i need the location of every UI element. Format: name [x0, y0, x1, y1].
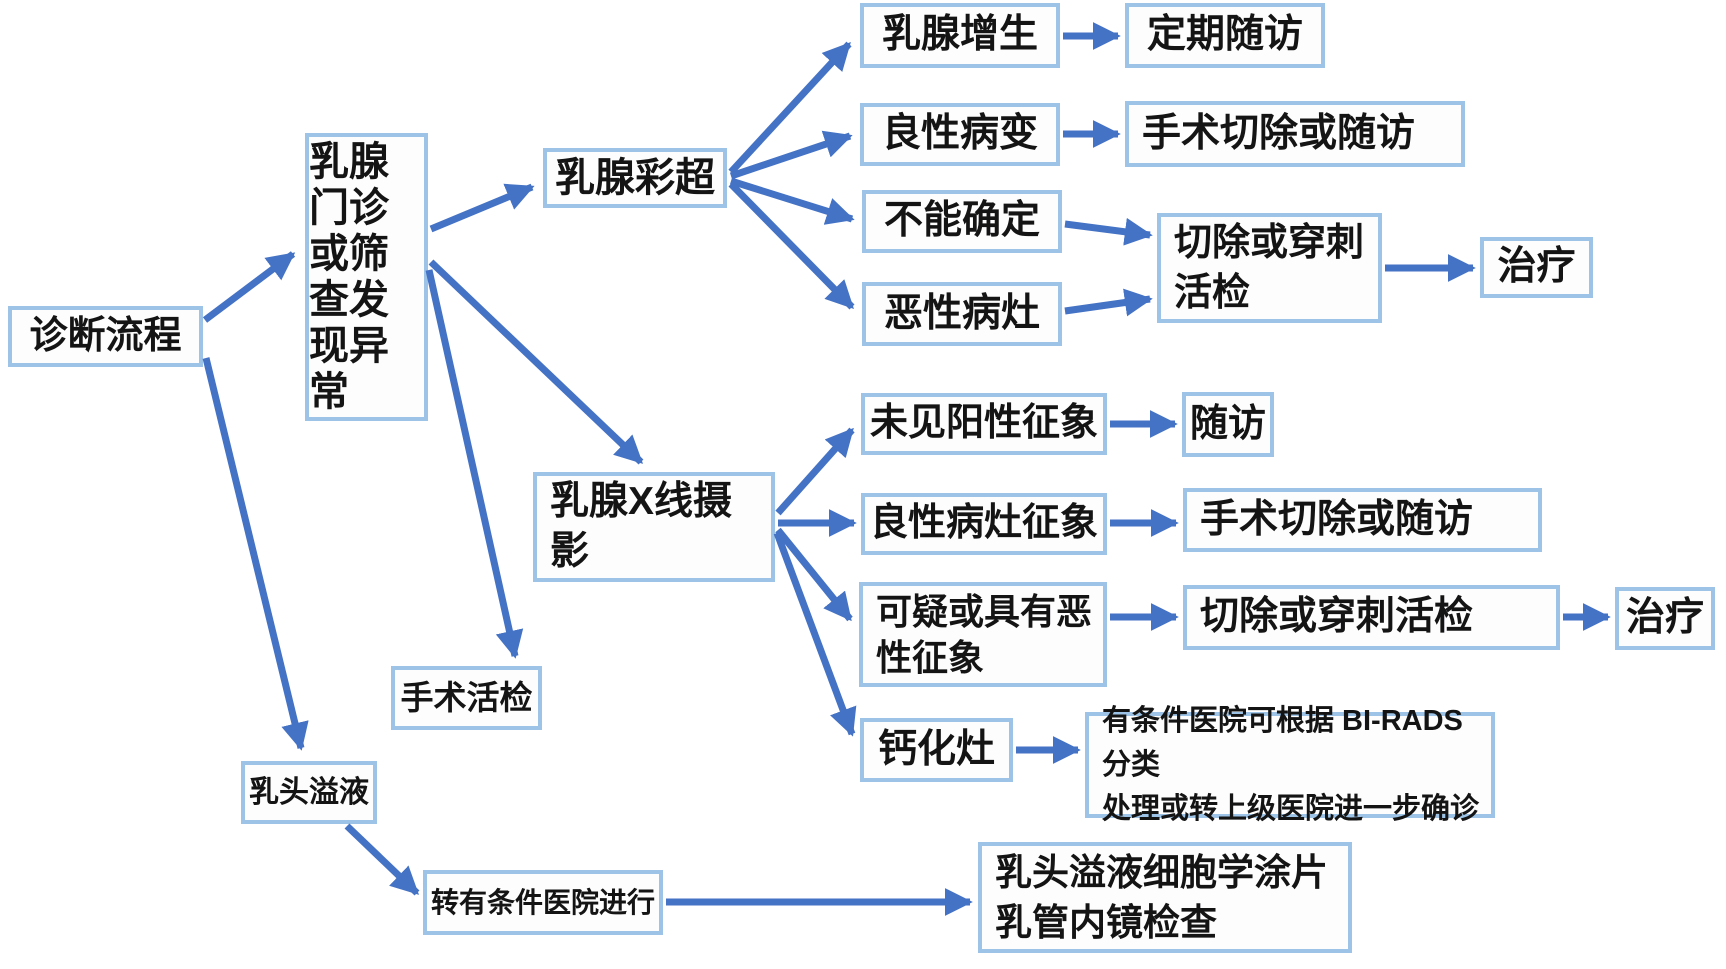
node-label: 治疗 — [1625, 596, 1704, 640]
arrow-uncertain-to-excision-us — [1064, 217, 1153, 246]
node-label: 手术切除或随访 — [1200, 497, 1474, 541]
node-treatment-ultrasound-path: 治疗 — [1480, 237, 1593, 298]
node-label: 转有条件医院进行 — [430, 886, 655, 918]
node-label: 切除或穿刺活检 — [1200, 595, 1474, 639]
node-label: 随访 — [1189, 402, 1266, 445]
arrow-clinic-to-xray — [428, 259, 644, 465]
node-label: 乳腺增生 — [881, 13, 1038, 57]
node-breast-ultrasound: 乳腺彩超 — [543, 148, 727, 208]
arrow-ultrasound-to-malignant — [728, 181, 855, 310]
node-label: 乳头溢液细胞学涂片 乳管内镜检查 — [995, 851, 1328, 943]
node-label: 有条件医院可根据 BI-RADS 分类 处理或转上级医院进一步确诊 — [1102, 705, 1480, 825]
node-label: 乳腺彩超 — [555, 156, 715, 200]
node-uncertain: 不能确定 — [862, 190, 1062, 253]
node-diagnosis-flow: 诊断流程 — [8, 306, 203, 367]
node-refer-to-equipped-hospital: 转有条件医院进行 — [423, 870, 663, 935]
node-label: 诊断流程 — [29, 314, 182, 357]
node-label: 乳头溢液 — [249, 775, 369, 809]
node-suspicious-malignant-sign: 可疑或具有恶 性征象 — [859, 582, 1107, 687]
node-label: 乳腺门诊或筛查发现异常 — [309, 140, 389, 414]
node-label: 良性病变 — [881, 112, 1038, 156]
node-label: 恶性病灶 — [883, 291, 1040, 335]
node-nipple-discharge: 乳头溢液 — [241, 761, 377, 824]
node-label: 乳腺X线摄 影 — [550, 480, 733, 573]
node-label: 良性病灶征象 — [869, 502, 1098, 545]
arrow-nipple-discharge-to-refer — [344, 823, 420, 896]
arrow-xray-to-no-positive — [775, 427, 855, 516]
node-label: 可疑或具有恶 性征象 — [876, 590, 1093, 678]
node-calcification-focus: 钙化灶 — [860, 718, 1013, 782]
node-surgical-biopsy: 手术活检 — [391, 666, 542, 730]
arrow-ultrasound-to-hyperplasia — [728, 41, 852, 175]
arrow-xray-to-suspicious — [775, 527, 853, 622]
node-label: 切除或穿刺 活检 — [1174, 222, 1365, 314]
node-treatment-xray-path: 治疗 — [1615, 587, 1715, 650]
arrow-ultrasound-to-benign-lesion — [729, 130, 853, 180]
arrow-start-to-nipple-discharge — [202, 357, 309, 751]
node-mammography: 乳腺X线摄 影 — [533, 472, 775, 582]
node-excision-or-needle-biopsy-ultrasound: 切除或穿刺 活检 — [1157, 213, 1382, 323]
node-label: 手术活检 — [400, 679, 533, 717]
node-followup: 随访 — [1182, 392, 1274, 457]
node-birads-classification-note: 有条件医院可根据 BI-RADS 分类 处理或转上级医院进一步确诊 — [1085, 705, 1495, 825]
node-clinic-screening-abnormal: 乳腺门诊或筛查发现异常 — [305, 133, 428, 421]
arrow-malignant-to-excision-us — [1064, 288, 1153, 317]
node-label: 手术切除或随访 — [1142, 111, 1416, 155]
node-label: 定期随访 — [1146, 13, 1303, 57]
node-excision-or-needle-biopsy-xray: 切除或穿刺活检 — [1183, 585, 1560, 650]
node-label: 未见阳性征象 — [869, 402, 1098, 445]
node-breast-hyperplasia: 乳腺增生 — [860, 3, 1060, 68]
node-label: 钙化灶 — [877, 727, 995, 771]
arrow-ultrasound-to-uncertain — [729, 177, 855, 225]
node-surgery-or-followup-ultrasound: 手术切除或随访 — [1125, 101, 1465, 167]
node-surgery-or-followup-xray: 手术切除或随访 — [1183, 488, 1542, 552]
node-label: 治疗 — [1497, 245, 1576, 289]
node-benign-lesion: 良性病变 — [860, 103, 1060, 166]
node-no-positive-sign: 未见阳性征象 — [861, 393, 1107, 455]
arrow-clinic-to-surgical-biopsy — [425, 269, 524, 659]
node-regular-followup: 定期随访 — [1125, 3, 1325, 68]
node-malignant-focus: 恶性病灶 — [862, 282, 1062, 346]
arrow-start-to-clinic — [202, 251, 296, 323]
node-discharge-cytology-ductoscopy: 乳头溢液细胞学涂片 乳管内镜检查 — [978, 842, 1352, 953]
node-label: 不能确定 — [883, 199, 1040, 243]
node-benign-lesion-sign: 良性病灶征象 — [861, 493, 1107, 555]
arrow-clinic-to-ultrasound — [429, 183, 535, 233]
arrow-xray-to-calcification — [773, 531, 857, 737]
